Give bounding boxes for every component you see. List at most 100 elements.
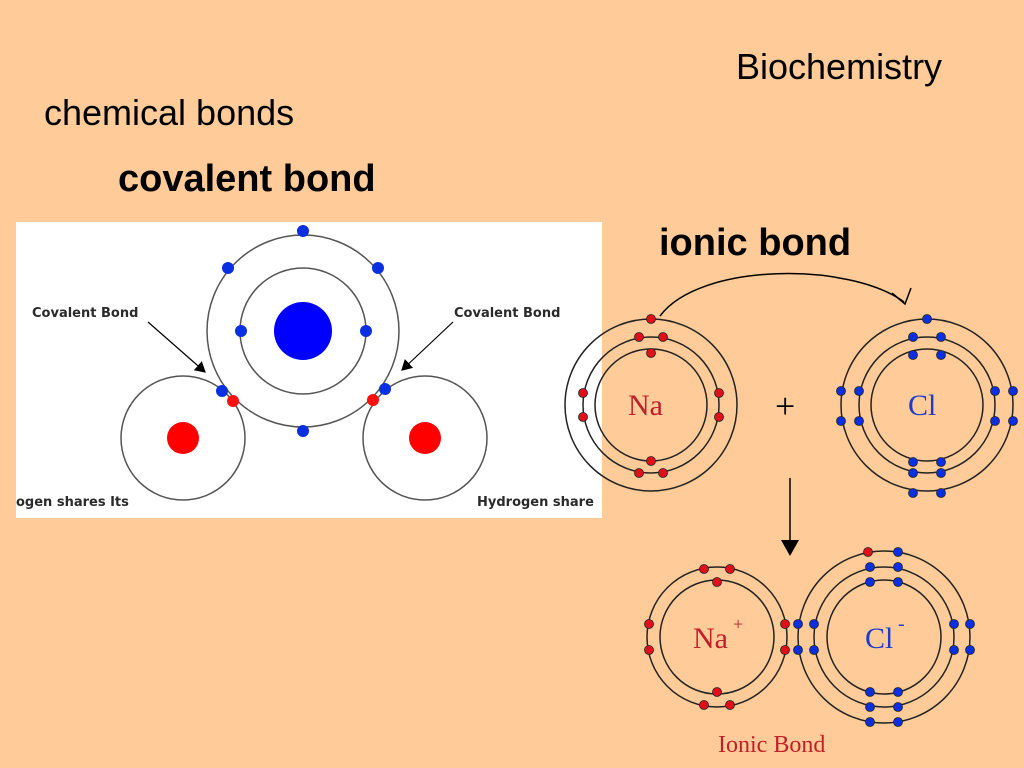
chlorine-symbol: Cl: [908, 389, 936, 422]
sodium-electrons: [578, 314, 724, 478]
electron: [922, 314, 932, 324]
hydrogen-left-shell: [120, 375, 246, 501]
electron: [936, 488, 946, 498]
electron: [1008, 416, 1018, 426]
slide-title: chemical bonds: [44, 92, 295, 133]
electron: [644, 619, 654, 629]
hydrogen-right-shell: [362, 375, 488, 501]
electron: [297, 225, 309, 237]
electron: [780, 619, 790, 629]
sodium-ion-shell-2: [646, 566, 788, 708]
electron: [965, 619, 975, 629]
electron: [658, 468, 668, 478]
hydrogen-electrons: [227, 394, 379, 407]
chloride-ion-symbol: Cl: [865, 622, 893, 655]
electron: [367, 394, 379, 406]
chlorine-shell-1: [870, 348, 984, 462]
covalent-bond-label-right: Covalent Bond: [454, 306, 560, 321]
hydrogen-caption-left: ogen shares Its: [16, 495, 129, 510]
electron: [658, 332, 668, 342]
ionic-bond-heading: ionic bond: [659, 222, 852, 264]
sodium-shell-2: [582, 336, 720, 474]
sodium-symbol: Na: [628, 389, 663, 422]
electron: [865, 577, 875, 587]
electron: [725, 564, 735, 574]
hydrogen-right-nucleus: [409, 422, 441, 454]
electron: [893, 687, 903, 697]
electron: [634, 468, 644, 478]
chloride-ion-shell-1: [826, 579, 942, 695]
electron: [712, 577, 722, 587]
ionic-diagram: Na + Cl: [564, 272, 1018, 758]
reaction-arrow-head: [781, 540, 799, 556]
electron: [836, 416, 846, 426]
electron: [699, 700, 709, 710]
electron: [949, 619, 959, 629]
electron: [297, 425, 309, 437]
electron: [893, 702, 903, 712]
chloride-ion-shell-3: [797, 550, 971, 724]
hydrogen-left-nucleus: [167, 422, 199, 454]
covalent-bond-label-left: Covalent Bond: [32, 306, 138, 321]
electron: [644, 645, 654, 655]
electron: [893, 577, 903, 587]
electron: [965, 645, 975, 655]
electron: [908, 457, 918, 467]
electron: [908, 468, 918, 478]
electron: [379, 383, 391, 395]
electron: [712, 687, 722, 697]
electron: [854, 386, 864, 396]
chloride-ion-charge: -: [898, 613, 905, 635]
electron: [893, 717, 903, 727]
electron: [936, 468, 946, 478]
electron: [893, 547, 903, 557]
electron: [222, 262, 234, 274]
chloride-ion-shell-2: [813, 566, 955, 708]
electron: [227, 395, 239, 407]
covalent-diagram-background: [16, 222, 602, 518]
electron: [949, 645, 959, 655]
electron: [699, 564, 709, 574]
electron: [865, 687, 875, 697]
electron: [936, 350, 946, 360]
chloride-ion: [797, 550, 971, 724]
electron: [990, 386, 1000, 396]
sodium-ion-charge: +: [733, 614, 743, 634]
electron: [893, 562, 903, 572]
electron: [936, 332, 946, 342]
electron: [854, 416, 864, 426]
electron-transfer-arrowhead: [891, 287, 912, 306]
electron: [646, 348, 656, 358]
electron: [646, 314, 656, 324]
electron: [908, 332, 918, 342]
covalent-bond-heading: covalent bond: [118, 158, 376, 200]
electron: [809, 619, 819, 629]
ionic-bond-caption: Ionic Bond: [718, 732, 825, 758]
electron: [235, 325, 247, 337]
electron: [793, 619, 803, 629]
electron: [634, 332, 644, 342]
electron: [908, 350, 918, 360]
oxygen-nucleus: [274, 302, 332, 360]
sodium-ion-symbol: Na: [693, 622, 728, 655]
plus-sign: +: [775, 386, 795, 426]
covalent-bond-arrow-right: [401, 321, 454, 371]
electron: [360, 325, 372, 337]
electron: [936, 457, 946, 467]
chloride-ion-electrons: [793, 547, 975, 727]
electron: [1008, 386, 1018, 396]
chlorine-electrons: [836, 314, 1018, 498]
electron: [578, 412, 588, 422]
electron: [809, 645, 819, 655]
electron: [908, 488, 918, 498]
electron: [780, 645, 790, 655]
electron: [793, 645, 803, 655]
electron: [216, 385, 228, 397]
electron: [836, 386, 846, 396]
hydrogen-caption-right: Hydrogen share: [477, 495, 594, 510]
electron: [714, 388, 724, 398]
electron: [372, 262, 384, 274]
electron: [863, 547, 873, 557]
electron: [865, 702, 875, 712]
